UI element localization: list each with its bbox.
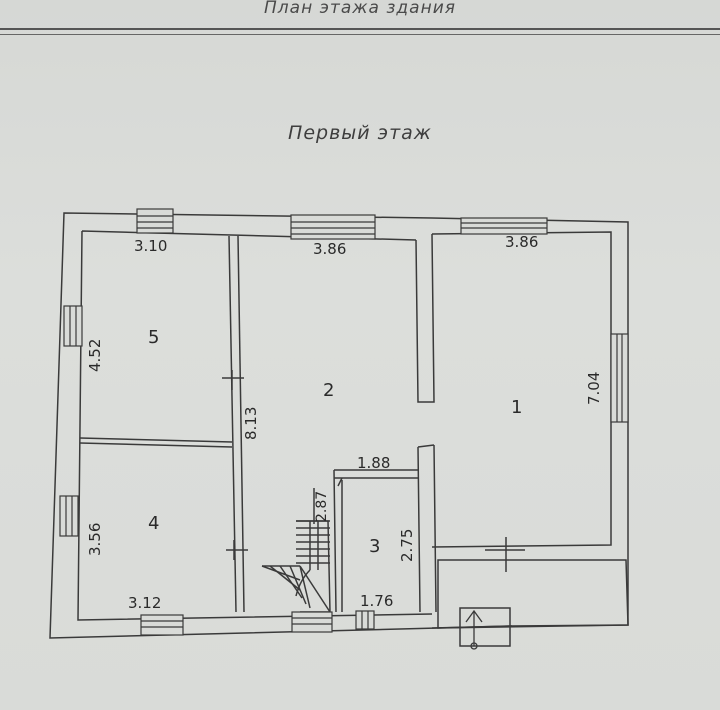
room-5-length: 4.52: [86, 339, 104, 372]
room-3-bottom-width: 1.76: [360, 592, 393, 610]
window-stair-bottom: [291, 611, 333, 633]
porch-edge: [431, 625, 513, 629]
header-rule-thick: [0, 28, 720, 30]
room-1-number: 1: [511, 397, 522, 418]
window-room-1-top: [460, 217, 548, 235]
window-room-2-top: [290, 214, 376, 240]
room-4-number: 4: [148, 513, 159, 534]
room-2-width: 3.86: [313, 240, 346, 258]
partition-wall-5-4-b: [79, 442, 233, 448]
room-3-width: 1.88: [357, 454, 390, 472]
window-room-5-left: [63, 305, 83, 347]
staircase-steps: [261, 520, 331, 613]
room-1-length: 7.04: [585, 372, 603, 405]
window-room-5-top: [136, 208, 174, 234]
room-4-width: 3.12: [128, 594, 161, 612]
window-room-1-right: [610, 333, 629, 423]
partition-wall-2-1-upper: [415, 233, 435, 403]
porch-outline: [437, 559, 629, 629]
room-3-dimension-arrow: [337, 477, 343, 487]
document-header-title: План этажа здания: [264, 0, 456, 18]
room-3-length: 2.75: [398, 529, 416, 562]
stair-depth: 2.87: [314, 491, 330, 522]
floor-title: Первый этаж: [288, 122, 432, 144]
outer-wall-inner-line: [77, 230, 612, 621]
room-2-number: 2: [323, 380, 334, 401]
room-4-length: 3.56: [86, 523, 104, 556]
room-5-number: 5: [148, 327, 159, 348]
window-room-4-left: [59, 495, 79, 537]
room-3-wall: [333, 469, 418, 613]
outer-wall-outer-line: [49, 212, 629, 639]
window-room-4-bottom: [140, 614, 184, 636]
partition-wall-5-4-a: [79, 437, 233, 443]
room-3-number: 3: [369, 536, 380, 557]
partition-wall-left-a: [228, 235, 237, 613]
room-2-length: 8.13: [242, 407, 260, 440]
header-rule-thin: [0, 34, 720, 35]
window-room-3-bottom: [355, 610, 375, 630]
room-5-width: 3.10: [134, 237, 167, 255]
entrance-arrow-icon: [465, 609, 483, 650]
room-1-width: 3.86: [505, 233, 538, 251]
partition-wall-2-1-lower: [417, 444, 437, 613]
